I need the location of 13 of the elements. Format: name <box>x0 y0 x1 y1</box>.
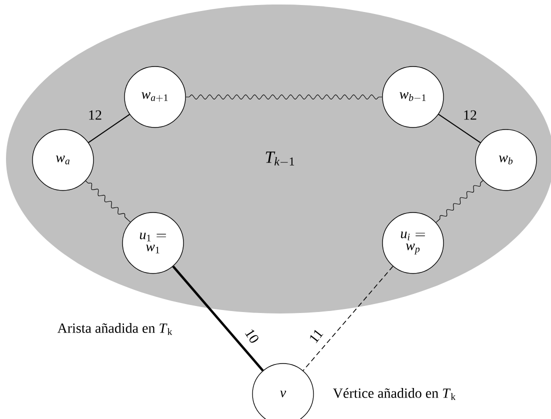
edge-line <box>438 114 481 144</box>
edge-line <box>436 180 484 223</box>
edge-weight: 12 <box>89 110 102 120</box>
edge-line <box>172 266 264 372</box>
edge-line <box>85 180 131 222</box>
edge-caption: Arista añadida en T$_{k}$ <box>57 323 172 335</box>
edge-weight: 11 <box>310 330 324 344</box>
vertex-caption: Vértice añadido en T$_{k}$ <box>333 388 456 400</box>
edge-line <box>186 94 382 100</box>
edge-weight: 12 <box>464 110 476 120</box>
edge-weight: 10 <box>245 329 258 343</box>
edge-line <box>302 266 394 371</box>
edge-line <box>88 114 130 144</box>
